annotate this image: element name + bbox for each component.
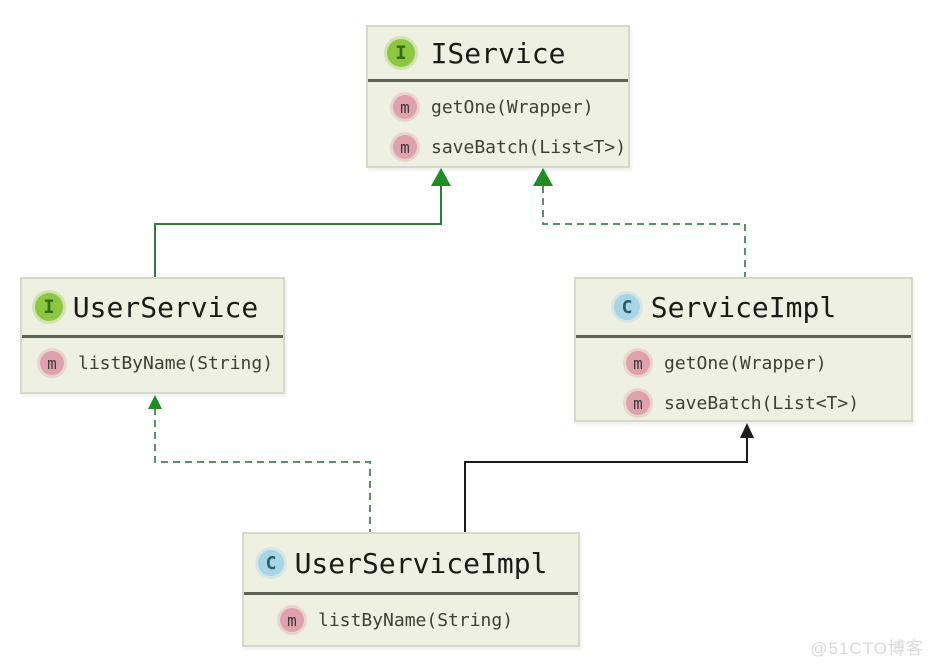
method-list: m getOne(Wrapper) m saveBatch(List<T>) bbox=[576, 338, 911, 423]
edge-userserviceimpl-implements-userservice bbox=[148, 395, 371, 533]
header-divider bbox=[244, 592, 578, 595]
method-badge-icon: m bbox=[626, 351, 650, 375]
class-title: UserServiceImpl bbox=[294, 546, 548, 580]
implements-arrowhead-icon bbox=[533, 168, 553, 186]
class-title: IService bbox=[430, 36, 566, 70]
header-divider bbox=[576, 335, 911, 338]
interface-badge-icon: I bbox=[387, 39, 415, 67]
method-row[interactable]: m listByName(String) bbox=[280, 600, 578, 640]
class-node-userservice[interactable]: I UserService m listByName(String) bbox=[20, 277, 285, 394]
method-badge-icon: m bbox=[626, 391, 650, 415]
method-badge-icon: m bbox=[393, 135, 417, 159]
class-badge-icon: C bbox=[614, 294, 640, 320]
edge-userserviceimpl-extends-serviceimpl bbox=[464, 423, 754, 533]
method-row[interactable]: m listByName(String) bbox=[40, 343, 283, 383]
class-node-userserviceimpl[interactable]: C UserServiceImpl m listByName(String) bbox=[242, 532, 580, 647]
extends-arrowhead-icon bbox=[431, 168, 451, 186]
watermark: @51CTO博客 bbox=[810, 639, 924, 658]
method-label: getOne(Wrapper) bbox=[664, 352, 827, 374]
method-label: getOne(Wrapper) bbox=[431, 96, 594, 118]
method-badge-icon: m bbox=[280, 608, 304, 632]
method-label: listByName(String) bbox=[318, 609, 514, 631]
method-row[interactable]: m saveBatch(List<T>) bbox=[626, 383, 911, 423]
edge-userservice-extends-iservice bbox=[154, 168, 451, 278]
class-node-serviceimpl[interactable]: C ServiceImpl m getOne(Wrapper) m saveBatch… bbox=[574, 277, 913, 422]
header-divider bbox=[22, 335, 283, 338]
class-header: C UserServiceImpl bbox=[244, 534, 578, 592]
method-list: m getOne(Wrapper) m saveBatch(List<T>) bbox=[368, 82, 628, 167]
method-row[interactable]: m getOne(Wrapper) bbox=[626, 343, 911, 383]
class-title: UserService bbox=[72, 290, 259, 324]
method-badge-icon: m bbox=[40, 351, 64, 375]
method-list: m listByName(String) bbox=[244, 595, 578, 640]
method-label: saveBatch(List<T>) bbox=[431, 136, 627, 158]
method-label: listByName(String) bbox=[78, 352, 274, 374]
class-header: I IService bbox=[368, 27, 628, 79]
method-row[interactable]: m getOne(Wrapper) bbox=[393, 87, 628, 127]
edge-serviceimpl-implements-iservice bbox=[533, 168, 746, 278]
implements-arrowhead-icon bbox=[148, 395, 162, 409]
class-header: I UserService bbox=[22, 279, 283, 335]
class-header: C ServiceImpl bbox=[576, 279, 911, 335]
class-badge-icon: C bbox=[258, 550, 284, 576]
class-title: ServiceImpl bbox=[650, 290, 837, 324]
method-list: m listByName(String) bbox=[22, 338, 283, 383]
class-node-iservice[interactable]: I IService m getOne(Wrapper) m saveBatch(Li… bbox=[366, 25, 630, 168]
header-divider bbox=[368, 79, 628, 82]
method-badge-icon: m bbox=[393, 95, 417, 119]
method-label: saveBatch(List<T>) bbox=[664, 392, 860, 414]
method-row[interactable]: m saveBatch(List<T>) bbox=[393, 127, 628, 167]
interface-badge-icon: I bbox=[35, 293, 63, 321]
extends-arrowhead-icon bbox=[740, 423, 754, 438]
